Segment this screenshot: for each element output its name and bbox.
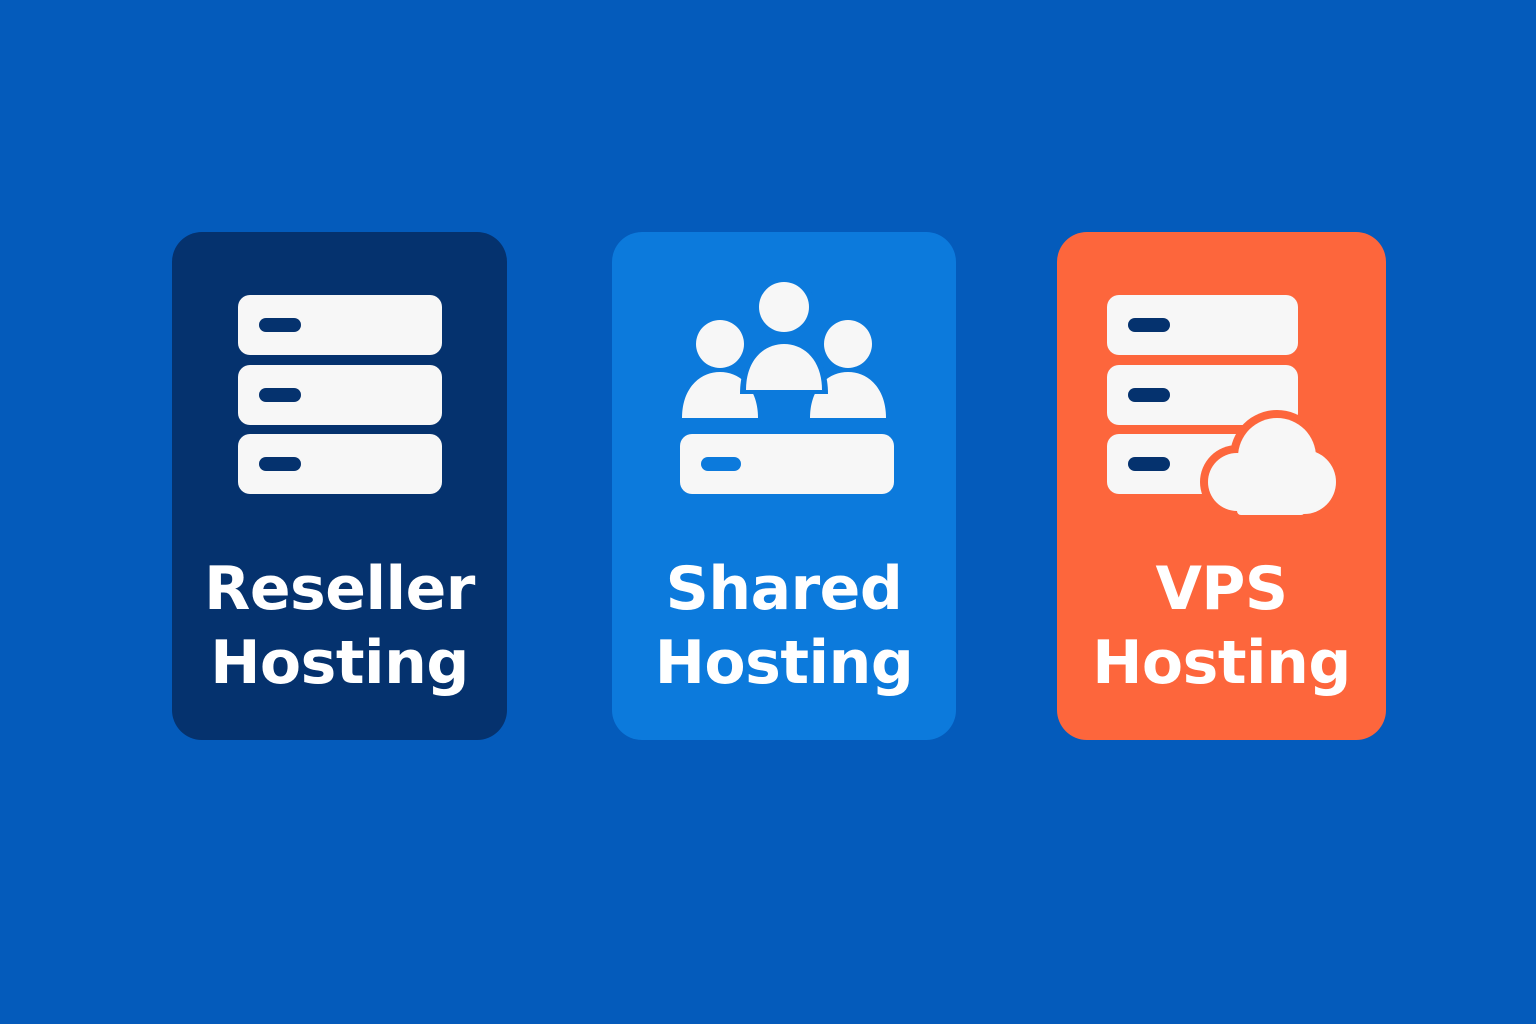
card-title: VPS Hosting	[1057, 552, 1386, 700]
card-title-line1: VPS	[1155, 554, 1288, 624]
server-cloud-icon	[1057, 272, 1386, 523]
card-title-line1: Reseller	[204, 554, 475, 624]
card-title: Shared Hosting	[612, 552, 956, 700]
card-title: Reseller Hosting	[172, 552, 507, 700]
vps-hosting-card[interactable]: VPS Hosting	[1057, 232, 1386, 740]
users-server-icon	[612, 272, 956, 512]
card-title-line2: Hosting	[210, 628, 469, 698]
shared-hosting-card[interactable]: Shared Hosting	[612, 232, 956, 740]
card-title-line1: Shared	[665, 554, 903, 624]
card-title-line2: Hosting	[1092, 628, 1351, 698]
reseller-hosting-card[interactable]: Reseller Hosting	[172, 232, 507, 740]
server-stack-icon	[172, 272, 507, 512]
card-title-line2: Hosting	[654, 628, 914, 698]
